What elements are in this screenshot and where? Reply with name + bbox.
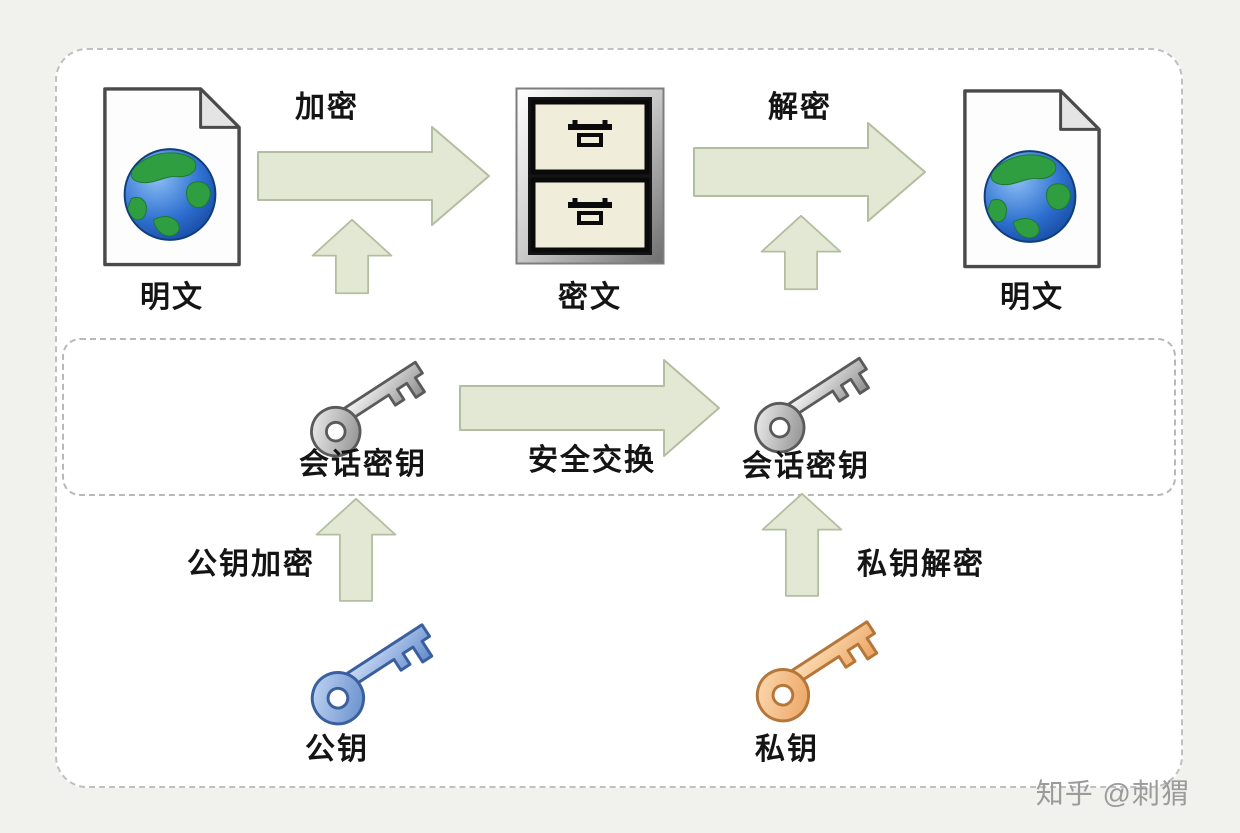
gray-key-icon: [300, 352, 439, 467]
right-arrow-icon: [459, 359, 720, 457]
globe-icon: [123, 148, 217, 241]
ciphertext-label: 密文: [558, 281, 622, 314]
watermark: 知乎 @刺猬: [1035, 778, 1190, 809]
private-decrypt-label: 私钥解密: [857, 548, 985, 581]
private-key-decrypt-arrow: [759, 492, 845, 608]
blue-key-icon: [300, 615, 447, 736]
public-encrypt-label: 公钥加密: [187, 548, 315, 581]
plaintext-document-left: [98, 84, 246, 268]
plaintext-document-right: [958, 86, 1106, 270]
gray-key-icon: [744, 348, 883, 463]
document-icon: [103, 87, 241, 267]
encrypt-arrow: [257, 124, 492, 228]
session-key-left-label: 会话密钥: [299, 448, 427, 481]
orange-key-icon: [745, 612, 892, 733]
right-arrow-icon: [257, 126, 490, 226]
session-key-exchange-boundary: [62, 338, 1176, 496]
cabinet-drawer-bottom: [530, 177, 650, 253]
public-key-label: 公钥: [305, 733, 369, 766]
public-key-encrypt-arrow: [313, 497, 399, 613]
globe-icon: [983, 150, 1077, 243]
private-key: [743, 611, 892, 733]
encrypt-label: 加密: [295, 91, 359, 124]
session-key-to-decrypt-arrow: [758, 214, 844, 298]
public-key: [298, 614, 447, 736]
right-arrow-icon: [693, 122, 926, 222]
plaintext-right-label: 明文: [1000, 281, 1064, 314]
up-arrow-icon: [761, 492, 843, 597]
file-cabinet-icon: [515, 87, 665, 265]
up-arrow-icon: [315, 497, 397, 602]
plaintext-left-label: 明文: [140, 281, 204, 314]
cabinet-drawer-top: [530, 99, 650, 175]
up-arrow-icon: [311, 218, 393, 295]
decrypt-arrow: [693, 120, 928, 224]
secure-exchange-label: 安全交换: [528, 444, 656, 477]
up-arrow-icon: [760, 214, 842, 291]
session-key-to-encrypt-arrow: [309, 218, 395, 302]
document-icon: [963, 89, 1101, 269]
private-key-label: 私钥: [755, 733, 819, 766]
decrypt-label: 解密: [768, 91, 832, 124]
session-key-left: [298, 352, 439, 467]
session-key-right-label: 会话密钥: [742, 450, 870, 483]
session-key-right: [742, 348, 883, 463]
secure-exchange-arrow: [459, 356, 722, 457]
ciphertext-cabinet: [515, 87, 665, 265]
